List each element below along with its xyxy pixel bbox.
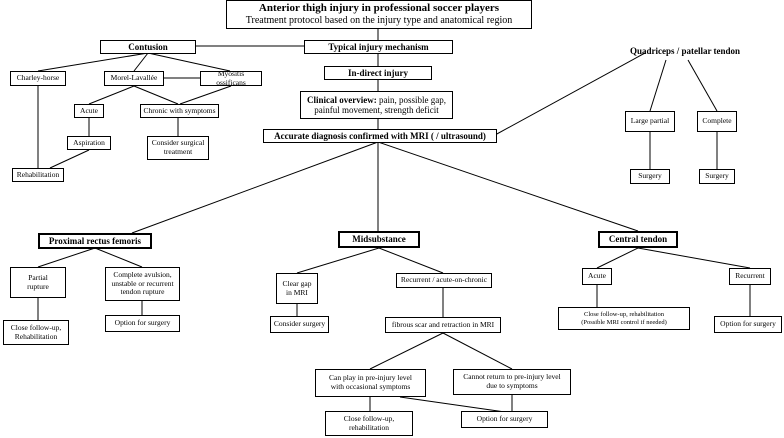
connector-line bbox=[637, 247, 751, 269]
consider-surgery-midsubstance-box: Consider surgery bbox=[270, 316, 329, 333]
contusion-box: Contusion bbox=[100, 40, 196, 54]
charley-horse-box: Charley-horse bbox=[10, 71, 66, 86]
consider-surgical-line1: Consider surgical bbox=[151, 138, 205, 148]
close-followup-central-box: Close follow-up, rehabilitation (Possibl… bbox=[558, 307, 690, 330]
complete-avulsion-line1: Complete avulsion, bbox=[113, 270, 172, 280]
clinical-overview-text: pain, possible gap, bbox=[376, 94, 446, 105]
connector-line bbox=[369, 332, 444, 370]
central-tendon-box: Central tendon bbox=[598, 231, 678, 248]
page-title: Anterior thigh injury in professional so… bbox=[258, 2, 500, 15]
can-play-box: Can play in pre-injury level with occasi… bbox=[315, 369, 426, 397]
connector-line bbox=[37, 247, 96, 268]
fibrous-scar-box: fibrous scar and retraction in MRI bbox=[385, 317, 501, 333]
connector-line bbox=[133, 52, 149, 72]
close-followup-central-line1: Close follow-up, rehabilitation bbox=[584, 311, 664, 319]
connector-line bbox=[377, 141, 639, 232]
cannot-return-line1: Cannot return to pre-injury level bbox=[463, 372, 561, 382]
partial-rupture-box: Partial rupture bbox=[10, 267, 66, 298]
connector-line bbox=[687, 59, 718, 112]
option-surgery-central-box: Option for surgery bbox=[714, 316, 782, 333]
acute-contusion-box: Acute bbox=[74, 104, 104, 118]
partial-rupture-line2: rupture bbox=[27, 281, 49, 291]
rehabilitation-box: Rehabilitation bbox=[12, 168, 64, 182]
midsubstance-box: Midsubstance bbox=[338, 231, 420, 248]
connector-line bbox=[296, 247, 380, 274]
complete-avulsion-box: Complete avulsion, unstable or recurrent… bbox=[105, 267, 180, 301]
connector-line bbox=[442, 332, 513, 370]
close-followup-proximal-line1: Close follow-up, bbox=[10, 322, 62, 332]
chronic-symptoms-box: Chronic with symptoms bbox=[140, 104, 219, 118]
typical-mechanism-box: Typical injury mechanism bbox=[304, 40, 453, 54]
close-followup-midsubstance-line2: rehabilitation bbox=[349, 422, 389, 432]
quadriceps-patellar-label: Quadriceps / patellar tendon bbox=[629, 45, 741, 56]
connector-line bbox=[49, 149, 90, 169]
close-followup-midsubstance-box: Close follow-up, rehabilitation bbox=[325, 411, 413, 436]
clinical-overview-text-line2: painful movement, strength deficit bbox=[314, 105, 439, 115]
recurrent-acute-chronic-box: Recurrent / acute-on-chronic bbox=[396, 273, 492, 288]
option-surgery-midsubstance-box: Option for surgery bbox=[461, 411, 548, 428]
can-play-line1: Can play in pre-injury level bbox=[329, 373, 412, 383]
surgery-complete-box: Surgery bbox=[699, 169, 735, 184]
connector-line bbox=[147, 52, 231, 72]
connector-line bbox=[88, 85, 135, 105]
indirect-injury-box: In-direct injury bbox=[324, 66, 432, 80]
close-followup-proximal-line2: Rehabilitation bbox=[14, 331, 58, 341]
connector-line bbox=[133, 85, 179, 105]
consider-surgical-line2: treatment bbox=[163, 147, 193, 156]
complete-avulsion-line3: tendon rupture bbox=[120, 287, 165, 297]
consider-surgical-box: Consider surgical treatment bbox=[147, 136, 209, 160]
page-subtitle: Treatment protocol based on the injury t… bbox=[245, 15, 513, 27]
proximal-rectus-femoris-box: Proximal rectus femoris bbox=[38, 233, 152, 249]
large-partial-box: Large partial bbox=[625, 111, 675, 132]
clinical-overview-box: Clinical overview: pain, possible gap, p… bbox=[300, 91, 453, 119]
clinical-overview-label: Clinical overview: bbox=[307, 94, 377, 105]
clear-gap-box: Clear gap in MRI bbox=[276, 273, 318, 304]
connector-line bbox=[179, 85, 232, 105]
connector-line bbox=[649, 59, 667, 112]
connector-line bbox=[131, 141, 379, 234]
option-surgery-proximal-box: Option for surgery bbox=[105, 315, 180, 332]
myositis-ossificans-box: Myositis ossificans bbox=[200, 69, 262, 86]
complete-box: Complete bbox=[697, 111, 737, 132]
connector-line bbox=[37, 52, 149, 72]
connector-line bbox=[494, 52, 646, 136]
surgery-large-partial-box: Surgery bbox=[630, 169, 670, 184]
acute-central-box: Acute bbox=[582, 268, 612, 285]
cannot-return-line2: due to symptoms bbox=[486, 381, 538, 390]
clear-gap-line1: Clear gap bbox=[282, 278, 312, 288]
connector-line bbox=[94, 247, 143, 268]
partial-rupture-line1: Partial bbox=[28, 272, 48, 282]
close-followup-central-line2: (Possible MRI control if needed) bbox=[581, 318, 667, 326]
cannot-return-box: Cannot return to pre-injury level due to… bbox=[453, 369, 571, 395]
connector-line bbox=[399, 396, 506, 413]
close-followup-midsubstance-line1: Close follow-up, bbox=[343, 413, 395, 423]
morel-lavallee-box: Morel-Lavallée bbox=[104, 71, 164, 86]
complete-avulsion-line2: unstable or recurrent bbox=[111, 278, 174, 288]
can-play-line2: with occasional symptoms bbox=[330, 382, 411, 391]
recurrent-central-box: Recurrent bbox=[729, 268, 771, 285]
connector-line bbox=[378, 247, 444, 274]
accurate-diagnosis-box: Accurate diagnosis confirmed with MRI ( … bbox=[263, 129, 497, 143]
connector-line bbox=[596, 247, 639, 269]
header-box: Anterior thigh injury in professional so… bbox=[226, 0, 532, 29]
aspiration-box: Aspiration bbox=[67, 136, 111, 150]
close-followup-proximal-box: Close follow-up, Rehabilitation bbox=[3, 320, 69, 345]
clear-gap-line2: in MRI bbox=[286, 287, 308, 297]
